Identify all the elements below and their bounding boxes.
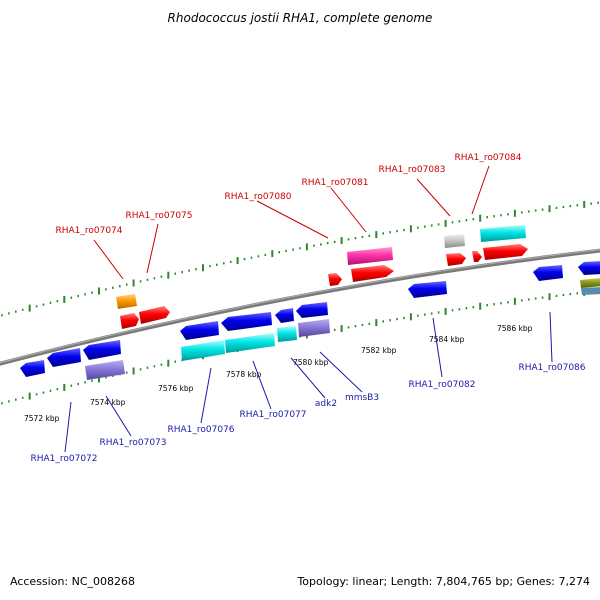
gene-label[interactable]: RHA1_ro07082 — [408, 380, 475, 390]
gene-arrow-cyan[interactable] — [181, 340, 225, 361]
kbp-label: 7586 kbp — [497, 324, 533, 333]
gene-arrow-blue[interactable] — [533, 265, 563, 281]
gene-arrow-blue[interactable] — [20, 360, 45, 377]
gene-arrow-blue[interactable] — [180, 321, 219, 340]
gene-label[interactable]: RHA1_ro07072 — [30, 454, 97, 464]
kbp-label: 7576 kbp — [158, 384, 194, 393]
kbp-label: 7574 kbp — [90, 398, 126, 407]
kbp-label: 7582 kbp — [361, 346, 397, 355]
gene-arrow-orange[interactable] — [116, 294, 137, 309]
genome-summary: Topology: linear; Length: 7,804,765 bp; … — [296, 575, 590, 588]
gene-arrow-pink[interactable] — [347, 247, 393, 265]
gene-arrow-lavender[interactable] — [85, 360, 125, 380]
gene-arrow-blue[interactable] — [47, 348, 81, 367]
gene-label[interactable]: RHA1_ro07075 — [125, 211, 192, 221]
gene-arrow-blue[interactable] — [83, 340, 121, 360]
gene-label[interactable]: RHA1_ro07077 — [239, 410, 306, 420]
gene-label[interactable]: RHA1_ro07076 — [167, 425, 234, 435]
kbp-label: 7584 kbp — [429, 335, 465, 344]
genome-backbone — [0, 248, 600, 366]
gene-arrow-slate[interactable] — [581, 287, 600, 295]
gene-arrow-blue[interactable] — [578, 261, 600, 275]
gene-arrow-grey[interactable] — [444, 234, 465, 248]
gene-arrow-olive[interactable] — [580, 278, 600, 288]
gene-arrow-red[interactable] — [328, 273, 342, 286]
gene-arrow-lavender[interactable] — [298, 319, 330, 337]
gene-label[interactable]: RHA1_ro07080 — [224, 192, 291, 202]
gene-label[interactable]: RHA1_ro07086 — [518, 363, 585, 373]
gene-arrow-red[interactable] — [472, 251, 482, 262]
gene-arrow-red[interactable] — [446, 253, 466, 266]
top-leader-lines — [93, 165, 490, 280]
gene-arrow-blue[interactable] — [221, 312, 272, 331]
gene-arrow-red[interactable] — [120, 313, 139, 329]
gene-label[interactable]: RHA1_ro07074 — [55, 226, 122, 236]
gene-label[interactable]: adk2 — [315, 399, 337, 409]
bottom-gene-labels: RHA1_ro07072 RHA1_ro07073 RHA1_ro07076 R… — [30, 363, 585, 464]
upper-tick-track — [1, 200, 599, 317]
top-gene-labels: RHA1_ro07074 RHA1_ro07075 RHA1_ro07080 R… — [55, 153, 521, 236]
kbp-scale: 7572 kbp 7574 kbp 7576 kbp 7578 kbp 7580… — [24, 324, 533, 423]
gene-arrow-blue[interactable] — [408, 281, 447, 298]
gene-arrow-blue[interactable] — [296, 302, 328, 318]
gene-arrow-red[interactable] — [351, 265, 394, 282]
reverse-strand-genes — [20, 261, 600, 380]
gene-arrow-blue[interactable] — [275, 308, 294, 323]
gene-arrow-red[interactable] — [483, 244, 528, 260]
gene-label[interactable]: RHA1_ro07083 — [378, 165, 445, 175]
gene-arrow-cyan[interactable] — [277, 326, 297, 342]
gene-label[interactable]: RHA1_ro07084 — [454, 153, 521, 163]
backbone-highlight — [0, 249, 600, 364]
forward-strand-genes — [116, 225, 528, 329]
kbp-label: 7578 kbp — [226, 370, 262, 379]
accession-label: Accession: NC_008268 — [10, 575, 135, 588]
gene-arrow-cyan[interactable] — [480, 225, 526, 242]
kbp-label: 7572 kbp — [24, 414, 60, 423]
gene-label[interactable]: mmsB3 — [345, 393, 379, 403]
gene-arrow-cyan[interactable] — [225, 333, 275, 353]
kbp-label: 7580 kbp — [293, 358, 329, 367]
gene-arrow-red[interactable] — [139, 306, 170, 324]
gene-label[interactable]: RHA1_ro07081 — [301, 178, 368, 188]
genome-title: Rhodococcus jostii RHA1, complete genome — [168, 11, 433, 25]
gene-label[interactable]: RHA1_ro07073 — [99, 438, 166, 448]
bottom-leader-lines — [64, 311, 553, 453]
